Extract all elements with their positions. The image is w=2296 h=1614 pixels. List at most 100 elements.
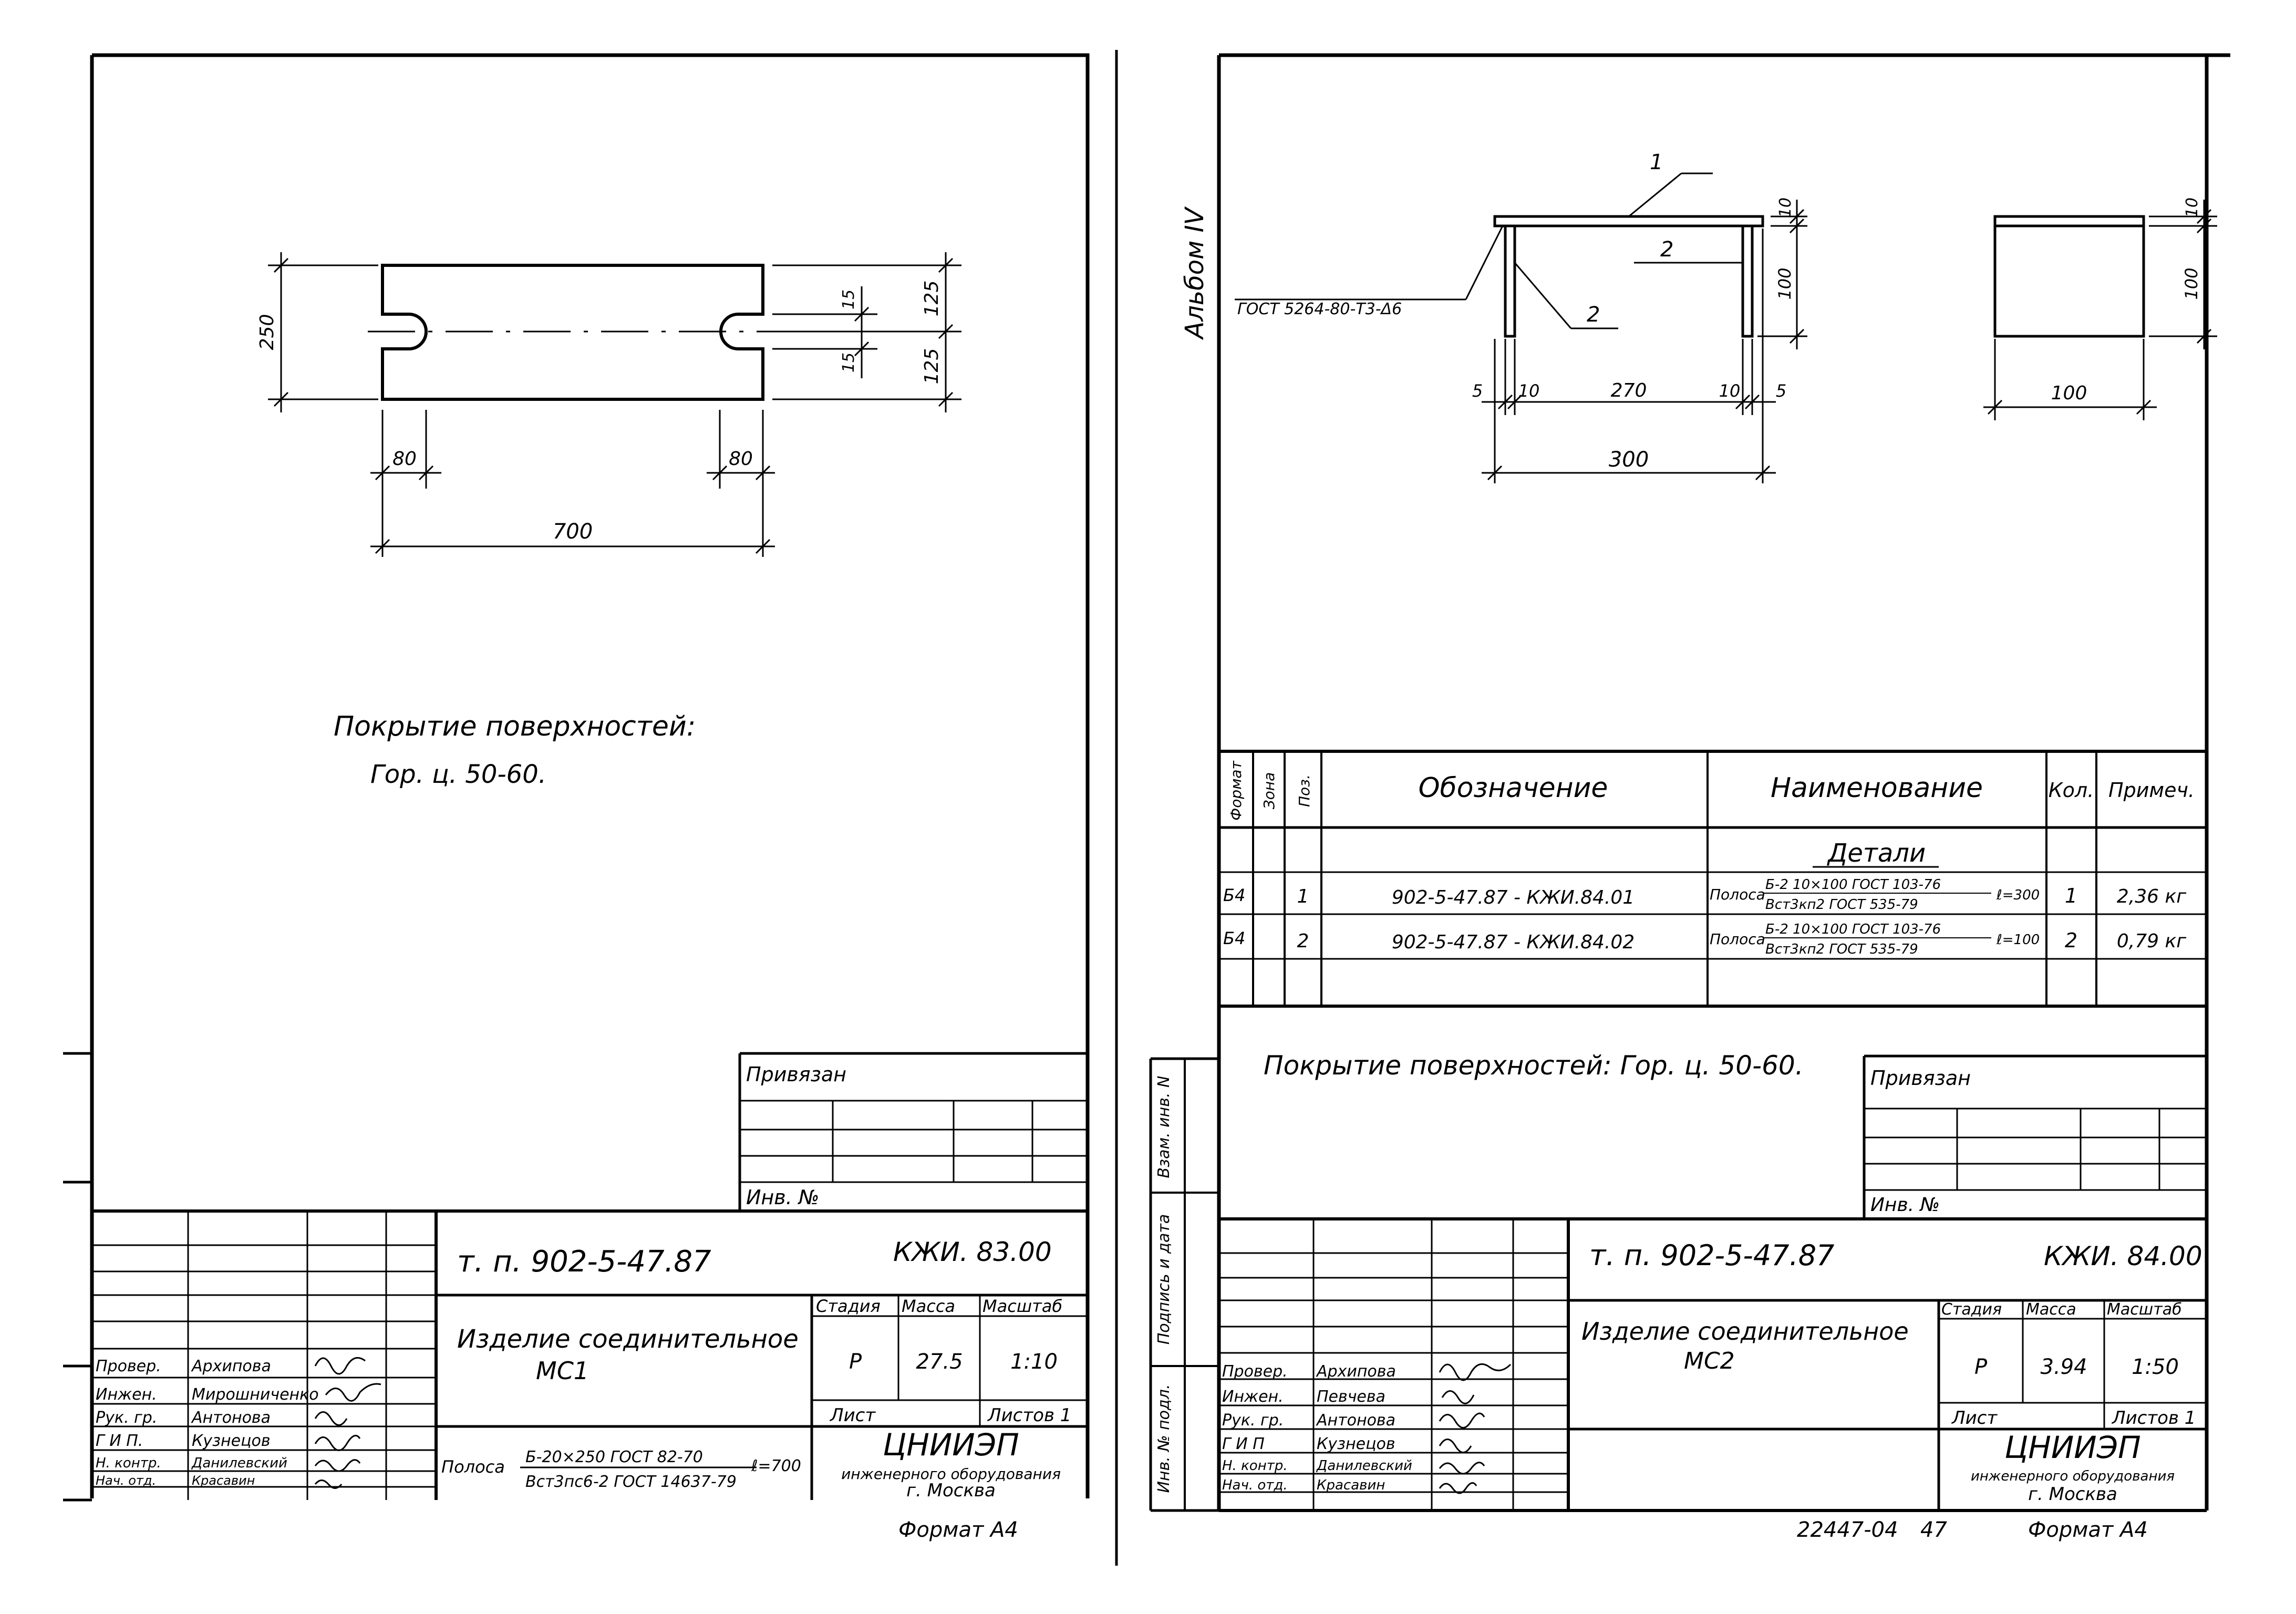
product-name: Изделие соединительное: [1581, 1317, 1909, 1346]
sheet-code: КЖИ. 84.00: [2044, 1241, 2202, 1271]
city: г. Москва: [906, 1480, 996, 1501]
city: г. Москва: [2028, 1484, 2117, 1505]
signer-name: Данилевский: [191, 1455, 287, 1471]
stadia-header: Стадия: [816, 1296, 881, 1316]
dim-100-height: 100: [1775, 267, 1795, 299]
signer-name: Кузнецов: [192, 1432, 271, 1450]
binding-strip: Взам. инв. N Подпись и дата Инв. № подл.: [1149, 1057, 1219, 1512]
signer-role: Инжен.: [1222, 1388, 1284, 1406]
spec-table: Формат Зона Поз. Обозначение Наименовани…: [1219, 750, 2207, 1008]
col-naim: Наименование: [1771, 772, 1983, 804]
row-len: ℓ=100: [1996, 932, 2040, 948]
row-mat-bot: Вст3кп2 ГОСТ 535-79: [1765, 942, 1918, 957]
row-kol: 2: [2065, 929, 2077, 952]
material-spec: Б-20×250 ГОСТ 82-70: [525, 1448, 703, 1466]
callout-2-left: 2: [1587, 303, 1600, 327]
format-label: Формат А4: [2028, 1518, 2148, 1542]
signer-name: Певчева: [1317, 1388, 1385, 1406]
signer-role: Г И П: [1222, 1435, 1265, 1453]
stadia-value: Р: [1974, 1355, 1988, 1379]
signer-role: Провер.: [96, 1357, 161, 1375]
right-frame: [1217, 53, 2230, 1510]
org-name: ЦНИИЭП: [883, 1427, 1019, 1463]
massa-value: 27.5: [916, 1350, 963, 1374]
row-prefix: Полоса: [1710, 930, 1765, 948]
masshtab-header: Масштаб: [2107, 1300, 2182, 1319]
table-row: Б4 1 902-5-47.87 - КЖИ.84.01 Полоса Б-2 …: [1223, 877, 2187, 913]
podp-label: Подпись и дата: [1155, 1214, 1173, 1345]
vzam-label: Взам. инв. N: [1155, 1076, 1173, 1178]
table-row: Б4 2 902-5-47.87 - КЖИ.84.02 Полоса Б-2 …: [1223, 922, 2187, 957]
coating-value: Гор. ц. 50-60.: [370, 760, 546, 789]
signer-name: Красавин: [192, 1473, 255, 1488]
stadia-header: Стадия: [1941, 1300, 2002, 1319]
signer-role: Рук. гр.: [1222, 1411, 1284, 1430]
dim-5-right: 5: [1776, 381, 1786, 401]
listov-header: Листов 1: [987, 1405, 1071, 1426]
col-prim: Примеч.: [2108, 779, 2195, 802]
masshtab-value: 1:10: [1010, 1350, 1058, 1374]
row-prim: 2,36 кг: [2117, 886, 2187, 907]
list-header: Лист: [1951, 1408, 1998, 1429]
inv-label: Инв. №: [746, 1186, 819, 1209]
signer-role: Н. контр.: [1222, 1458, 1288, 1474]
stamp-number: 22447-04: [1797, 1518, 1898, 1542]
material-prefix: Полоса: [441, 1457, 505, 1477]
weld-spec: ГОСТ 5264-80-Т3-Δ6: [1237, 300, 1402, 318]
side-dim-width: 100: [2051, 382, 2087, 404]
plate-mc1: [381, 264, 764, 401]
title-block: Провер. Архипова Инжен. Мирошниченко Рук…: [92, 1209, 1088, 1501]
signature-marks: [1439, 1363, 1512, 1494]
row-poz: 2: [1297, 930, 1309, 952]
signer-role: Нач. отд.: [96, 1473, 156, 1488]
signer-name: Антонова: [1316, 1411, 1395, 1430]
signer-name: Данилевский: [1316, 1458, 1412, 1474]
left-sheet: 250 15 15 125 125 80 80 700 Покрытие пов…: [63, 53, 1090, 1542]
row-mat-top: Б-2 10×100 ГОСТ 103-76: [1765, 877, 1941, 893]
org-name: ЦНИИЭП: [2004, 1430, 2141, 1465]
dim-270: 270: [1611, 380, 1647, 401]
dim-15-bottom: 15: [840, 353, 858, 373]
row-kol: 1: [2065, 884, 2077, 907]
dim-10-right: 10: [1719, 381, 1741, 401]
col-poz: Поз.: [1296, 774, 1313, 807]
col-kol: Кол.: [2049, 779, 2094, 802]
massa-header: Масса: [902, 1296, 955, 1316]
callout-2-right: 2: [1660, 237, 1673, 262]
dim-5-left: 5: [1472, 381, 1483, 401]
row-poz: 1: [1297, 886, 1309, 907]
row-format: Б4: [1223, 928, 1245, 948]
row-prefix: Полоса: [1710, 886, 1765, 903]
signer-name: Красавин: [1317, 1477, 1385, 1493]
product-name: Изделие соединительное: [457, 1325, 799, 1354]
product-mark: МС2: [1684, 1348, 1735, 1374]
right-sheet: Взам. инв. N Подпись и дата Инв. № подл.…: [1149, 53, 2230, 1542]
product-mark: МС1: [536, 1357, 589, 1385]
col-oboz: Обозначение: [1419, 772, 1608, 804]
signer-name: Мирошниченко: [192, 1385, 319, 1404]
massa-header: Масса: [2026, 1300, 2076, 1319]
col-zona: Зона: [1260, 772, 1278, 810]
privyazan-block: Привязан Инв. №: [738, 1052, 1088, 1211]
row-len: ℓ=300: [1996, 887, 2040, 903]
signer-name: Антонова: [191, 1409, 271, 1427]
row-oboz: 902-5-47.87 - КЖИ.84.02: [1392, 932, 1635, 953]
signer-name: Архипова: [191, 1357, 271, 1375]
org-sub: инженерного оборудования: [841, 1465, 1061, 1483]
dim-125-top: 125: [921, 281, 943, 317]
org-sub: инженерного оборудования: [1971, 1468, 2175, 1484]
signer-role: Инжен.: [96, 1385, 157, 1404]
page-number: 47: [1920, 1518, 1947, 1542]
masshtab-header: Масштаб: [982, 1296, 1062, 1316]
side-dim-100: 100: [2181, 267, 2201, 299]
signer-role: Провер.: [1222, 1362, 1288, 1381]
row-mat-top: Б-2 10×100 ГОСТ 103-76: [1765, 922, 1941, 937]
dim-80-left: 80: [392, 448, 417, 470]
listov-header: Листов 1: [2111, 1408, 2196, 1429]
dim-10-left: 10: [1518, 381, 1540, 401]
coating-title: Покрытие поверхностей:: [334, 711, 696, 742]
dim-700: 700: [553, 520, 593, 544]
title-block: Провер. Архипова Инжен. Певчева Рук. гр.…: [1219, 1217, 2207, 1512]
assembly-side-view: 10 100 100: [1983, 198, 2217, 420]
inv-label: Инв. №: [1870, 1194, 1940, 1216]
